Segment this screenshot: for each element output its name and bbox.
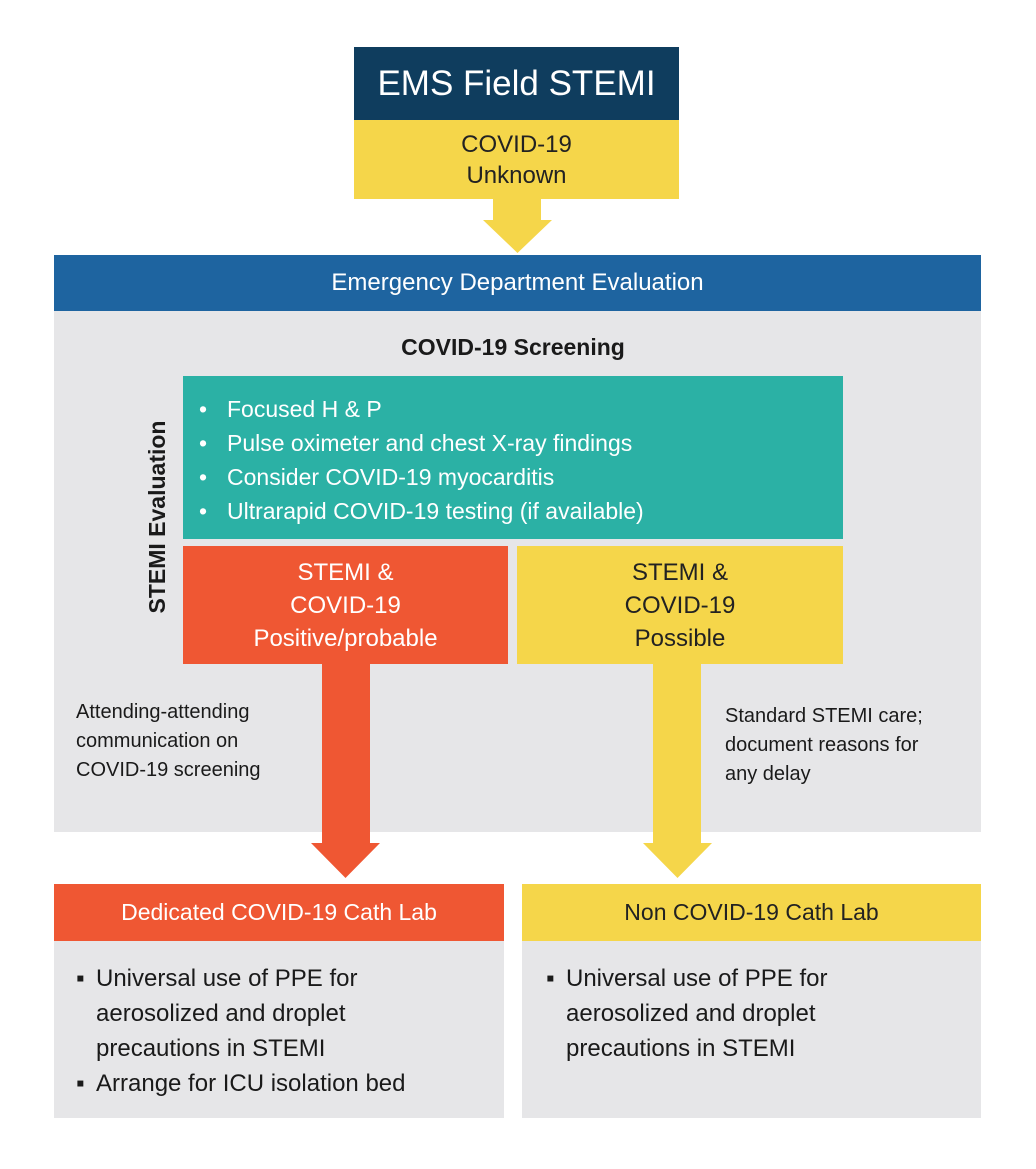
positive-box-line: Positive/probable	[253, 624, 438, 652]
non-covid-cath-lab-header: Non COVID-19 Cath Lab	[522, 884, 981, 941]
lab-list: ▪ Universal use of PPE for aerosolized a…	[76, 961, 504, 1101]
screening-item-text: Consider COVID-19 myocarditis	[227, 464, 555, 490]
screening-item: • Consider COVID-19 myocarditis	[197, 460, 843, 494]
screening-item-text: Pulse oximeter and chest X-ray findings	[227, 430, 633, 456]
note-line: any delay	[725, 763, 811, 785]
screening-box: • Focused H & P • Pulse oximeter and chest…	[183, 376, 843, 539]
note-line: communication on	[76, 730, 239, 752]
screening-title: COVID-19 Screening	[401, 334, 625, 360]
note-line: COVID-19 screening	[76, 759, 261, 781]
lab-item-line: aerosolized and droplet	[96, 1000, 346, 1027]
note-line: Standard STEMI care;	[725, 705, 923, 727]
lab-item-line: precautions in STEMI	[566, 1035, 796, 1062]
lab-header-label: Non COVID-19 Cath Lab	[624, 899, 879, 925]
screening-item: • Focused H & P	[197, 392, 843, 426]
bullet-icon: •	[199, 430, 208, 456]
screening-item: • Ultrarapid COVID-19 testing (if availab…	[197, 494, 843, 528]
positive-box-line: COVID-19	[290, 591, 401, 619]
bullet-icon: •	[199, 396, 208, 422]
ems-status-line1: COVID-19	[461, 130, 572, 158]
lab-item-line: Universal use of PPE for	[566, 965, 828, 992]
square-bullet-icon: ▪	[546, 965, 555, 992]
possible-box-line: STEMI &	[631, 558, 728, 586]
lab-item-line: precautions in STEMI	[96, 1035, 326, 1062]
stemi-evaluation-label: STEMI Evaluation	[144, 420, 170, 614]
arrow-down-icon	[483, 198, 552, 253]
dedicated-covid-cath-lab-body: ▪ Universal use of PPE for aerosolized a…	[54, 941, 504, 1118]
attending-communication-note: Attending-attending communication on COV…	[76, 698, 316, 785]
ems-status-line2: Unknown	[466, 161, 567, 189]
square-bullet-icon: ▪	[76, 1070, 85, 1097]
lab-item-line: aerosolized and droplet	[566, 1000, 816, 1027]
covid-positive-probable-box: STEMI & COVID-19 Positive/probable	[183, 546, 508, 664]
ed-header-label: Emergency Department Evaluation	[331, 269, 704, 296]
lab-item-line: Universal use of PPE for	[96, 965, 358, 992]
positive-box-line: STEMI &	[297, 558, 394, 586]
lab-item: ▪ Universal use of PPE for aerosolized a…	[76, 961, 504, 1066]
note-line: Attending-attending	[76, 701, 250, 723]
dedicated-covid-cath-lab-header: Dedicated COVID-19 Cath Lab	[54, 884, 504, 941]
screening-item-text: Focused H & P	[227, 396, 382, 422]
non-covid-cath-lab-body: ▪ Universal use of PPE for aerosolized a…	[522, 941, 981, 1118]
note-line: document reasons for	[725, 734, 919, 756]
square-bullet-icon: ▪	[76, 965, 85, 992]
ems-title: EMS Field STEMI	[377, 63, 656, 103]
lab-header-label: Dedicated COVID-19 Cath Lab	[121, 899, 437, 925]
covid-possible-box: STEMI & COVID-19 Possible	[517, 546, 843, 664]
standard-care-note: Standard STEMI care; document reasons fo…	[725, 702, 975, 789]
covid-unknown-box: COVID-19 Unknown	[354, 120, 679, 199]
ems-field-stemi-box: EMS Field STEMI	[354, 47, 679, 120]
screening-list: • Focused H & P • Pulse oximeter and chest…	[197, 392, 843, 528]
lab-list: ▪ Universal use of PPE for aerosolized a…	[546, 961, 981, 1066]
screening-item: • Pulse oximeter and chest X-ray findings	[197, 426, 843, 460]
lab-item: ▪ Arrange for ICU isolation bed	[76, 1066, 504, 1101]
possible-box-line: COVID-19	[624, 591, 736, 619]
possible-box-line: Possible	[634, 624, 726, 652]
ed-evaluation-header: Emergency Department Evaluation	[54, 255, 981, 311]
lab-item: ▪ Universal use of PPE for aerosolized a…	[546, 961, 981, 1066]
bullet-icon: •	[199, 464, 208, 490]
bullet-icon: •	[199, 498, 208, 524]
lab-item-line: Arrange for ICU isolation bed	[96, 1070, 406, 1097]
screening-item-text: Ultrarapid COVID-19 testing (if availabl…	[227, 498, 644, 524]
